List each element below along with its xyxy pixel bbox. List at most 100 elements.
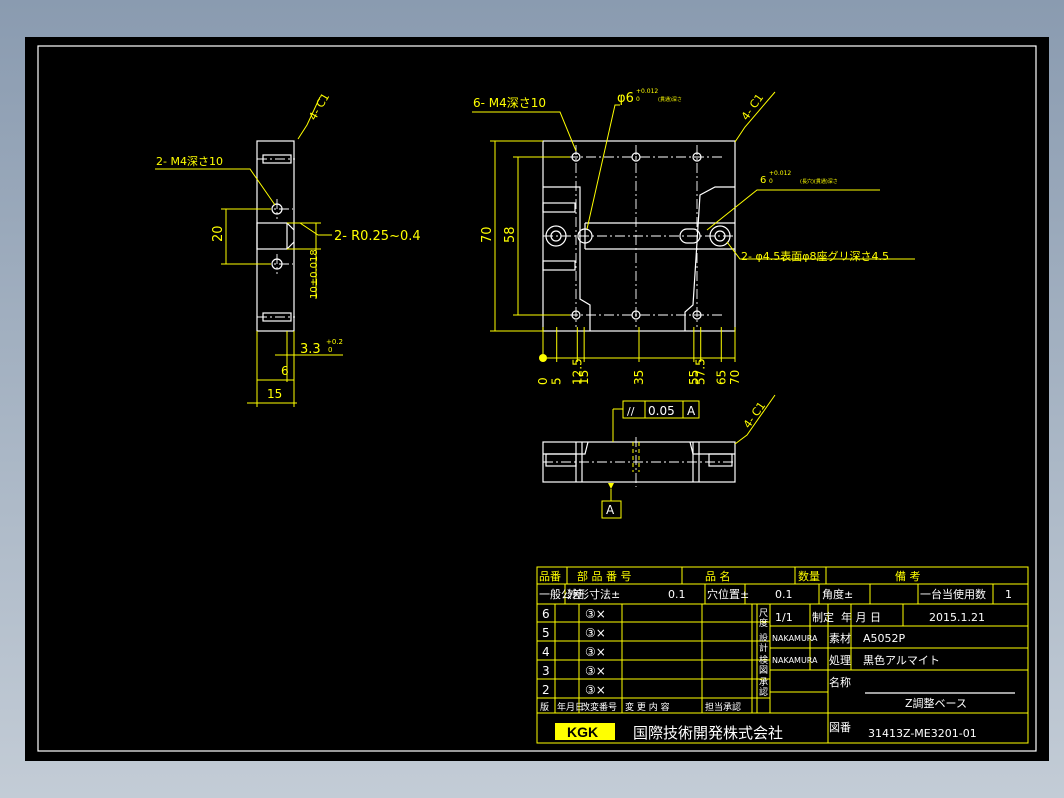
- top-m4-label: 6- M4深さ10: [473, 96, 546, 110]
- side-label-char: 承: [759, 677, 768, 688]
- side-dim-6: 6: [281, 364, 289, 378]
- tb-scale: 1/1: [775, 611, 793, 624]
- tb-tol-outer-val: 0.1: [668, 588, 686, 601]
- tb-person2: NAKAMURA: [772, 656, 818, 665]
- top-pin-hole: [577, 228, 593, 244]
- top-dia6-tol-top: +0.012: [636, 88, 658, 95]
- rev-row-mark: ③×: [585, 645, 606, 659]
- tb-date-label: 年 月 日: [841, 610, 881, 624]
- top-cbore-label: 2- φ4.5表面φ8座グリ深さ4.5: [741, 249, 889, 263]
- rev-row-number: 2: [542, 683, 550, 697]
- side-label-char: 設: [759, 632, 768, 644]
- side-body: [256, 140, 295, 332]
- rev-row-number: 5: [542, 626, 550, 640]
- x-tick-label: 57.5: [694, 358, 708, 385]
- rev-footer-cell: 改変番号: [581, 701, 617, 713]
- side-view: 4- C1 2- M4深さ10 20 2- R0.25~0.4 10±0.018…: [155, 91, 421, 407]
- top-view: 6- M4深さ10 φ6 +0.012 0 (貫通)深さ 4- C1 6 +0.…: [472, 88, 915, 385]
- side-m4-label: 2- M4深さ10: [156, 155, 223, 168]
- front-parallel-symbol: //: [627, 405, 635, 418]
- side-label-char: 検: [759, 654, 768, 666]
- tb-h-hinmei: 品 名: [705, 569, 731, 583]
- tb-treat-label: 処理: [829, 654, 851, 667]
- rev-row-number: 3: [542, 664, 550, 678]
- title-block: 品番 部 品 番 号 品 名 数量 備 考 一般公差 外形寸法± 0.1 穴位置…: [536, 566, 1029, 744]
- front-datum-label: A: [606, 503, 615, 517]
- tb-revision-footer: 版年月日改変番号変 更 内 容 担当承認: [540, 701, 741, 713]
- tb-h-suryo: 数量: [798, 570, 820, 583]
- x-tick-label: 5: [550, 377, 564, 385]
- tb-qty-val: 1: [1005, 588, 1012, 601]
- rev-row-number: 4: [542, 645, 550, 659]
- rev-footer-cell: 変 更 内 容: [625, 701, 670, 713]
- tb-name-val: Z調整ベース: [905, 696, 967, 710]
- tb-h-biko: 備 考: [895, 570, 921, 583]
- x-tick-label: 55: [687, 370, 701, 385]
- top-dia6-label: φ6: [617, 91, 634, 106]
- top-cbore-left: [545, 225, 567, 247]
- front-datum-ref: A: [687, 404, 696, 418]
- side-dim-10: 10±0.018: [309, 249, 320, 299]
- tb-material-label: 素材: [829, 631, 851, 645]
- side-radius-label: 2- R0.25~0.4: [334, 229, 421, 244]
- cad-drawing: 4- C1 2- M4深さ10 20 2- R0.25~0.4 10±0.018…: [37, 45, 1037, 752]
- tb-treat-val: 黒色アルマイト: [863, 653, 940, 667]
- rev-row-mark: ③×: [585, 683, 606, 697]
- drawing-viewport[interactable]: 4- C1 2- M4深さ10 20 2- R0.25~0.4 10±0.018…: [25, 37, 1049, 761]
- tb-qty-label: 一台当使用数: [920, 587, 986, 601]
- x-tick-label: 35: [632, 370, 646, 385]
- top-slot6-note: (長穴)(貫通)深さ: [800, 178, 838, 185]
- rev-row-number: 6: [542, 607, 550, 621]
- tb-tol-outer: 外形寸法±: [567, 587, 620, 601]
- front-tolerance: 0.05: [648, 404, 675, 418]
- tb-tol-general: 一般公差: [539, 587, 583, 601]
- top-cbore-right: [709, 225, 731, 247]
- rev-footer-cell: 年月日: [557, 701, 584, 713]
- x-tick-label: 15: [577, 370, 591, 385]
- drawing-frame: [37, 45, 1037, 752]
- rev-row-mark: ③×: [585, 607, 606, 621]
- front-view: 4- C1 // 0.05 A A: [542, 394, 776, 519]
- x-tick-label: 70: [728, 370, 742, 385]
- x-tick-label: 65: [714, 370, 728, 385]
- tb-h-hinban: 品番: [539, 570, 561, 583]
- front-datum-box: [601, 500, 622, 519]
- rev-row-mark: ③×: [585, 626, 606, 640]
- tb-date-val: 2015.1.21: [929, 611, 985, 624]
- side-dim-15: 15: [267, 387, 282, 401]
- top-dim-70: 70: [480, 226, 495, 243]
- rev-footer-cell: 版: [540, 701, 549, 713]
- x-tick-label: 12.5: [570, 358, 584, 385]
- top-pin-slot: [679, 228, 701, 244]
- top-slot6-label: 6: [760, 175, 766, 186]
- tb-company: 国際技術開発株式会社: [633, 724, 783, 742]
- top-dia6-tol-bot: 0: [636, 96, 640, 103]
- side-label-char: 認: [759, 686, 768, 698]
- side-dim-33: 3.3: [300, 342, 321, 357]
- tb-h-buhin: 部 品 番 号: [577, 569, 632, 583]
- top-dim-58: 58: [503, 226, 518, 243]
- front-c1-label: 4- C1: [741, 399, 768, 430]
- tb-drawing-no: 31413Z-ME3201-01: [868, 727, 977, 740]
- side-label-char: 度: [759, 617, 768, 629]
- side-slot: [256, 222, 288, 250]
- tb-drawing-no-label: 図番: [829, 721, 851, 734]
- rev-footer-cell: 担当承認: [705, 701, 741, 713]
- side-label-char: 計: [759, 642, 768, 654]
- top-slot6-tol-bot: 0: [769, 178, 773, 185]
- top-dia6-note: (貫通)深さ: [658, 96, 682, 103]
- tb-tol-angle: 角度±: [822, 587, 853, 601]
- side-label-char: 図: [759, 665, 768, 676]
- tb-material-val: A5052P: [863, 632, 906, 645]
- side-dim-20: 20: [211, 225, 226, 242]
- side-dim-33-tol-top: +0.2: [326, 338, 343, 346]
- tb-logo-text: KGK: [567, 724, 598, 740]
- side-label-char: 尺: [759, 608, 768, 619]
- tb-name-label: 名称: [829, 675, 851, 689]
- side-c1-label: 4- C1: [306, 91, 332, 123]
- x-tick-label: 0: [536, 377, 550, 385]
- tb-tol-hole-val: 0.1: [775, 588, 793, 601]
